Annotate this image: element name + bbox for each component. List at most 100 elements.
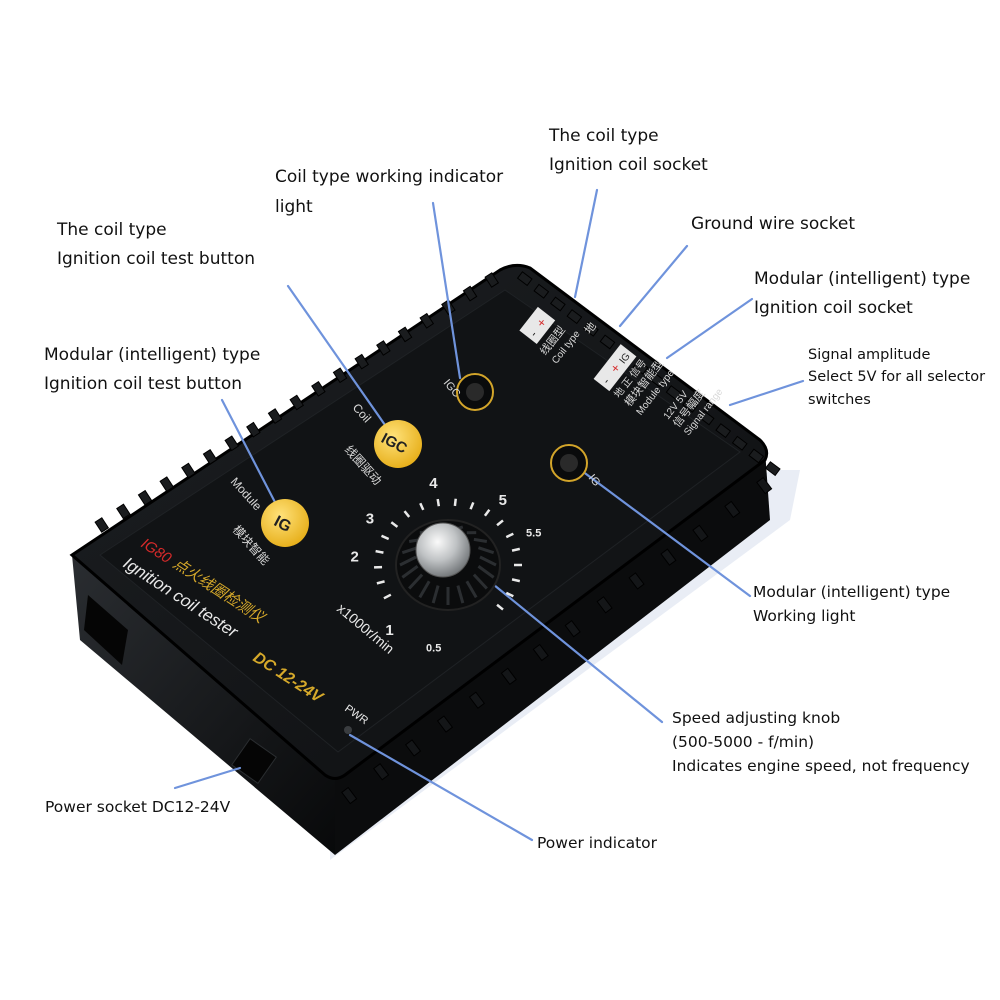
grip-ridge (484, 272, 500, 288)
dial-mark: 0.5 (426, 643, 441, 655)
knob-grip (401, 546, 419, 555)
callout-coil-button: The coil type Ignition coil test button (57, 216, 255, 274)
module-button-cap[interactable] (261, 499, 309, 547)
dial-tick (469, 501, 475, 510)
leader-line (348, 733, 534, 842)
leader-line (286, 284, 387, 427)
grip-ridge (500, 667, 517, 686)
callout-line: Ignition coil test button (44, 373, 242, 394)
knob-grip (477, 546, 495, 555)
knob-grip (431, 585, 440, 604)
knob-grip (473, 537, 488, 543)
dial-tick (419, 502, 425, 511)
coil-button-cap[interactable] (374, 420, 422, 468)
callout-module-socket: Modular (intelligent) type Ignition coil… (754, 265, 970, 323)
grip-ridge (159, 476, 175, 493)
grip-ridge (599, 334, 616, 350)
grip-ridge (404, 739, 422, 757)
callout-line: Working light (753, 607, 856, 626)
grip-ridge (628, 572, 645, 590)
dial-tick (496, 603, 504, 611)
callout-line: The coil type (549, 126, 659, 146)
grip-ridge (564, 619, 581, 638)
dial-tick (511, 547, 521, 552)
dial-mark: 3 (366, 511, 374, 528)
callout-line: Indicates engine speed, not frequency (672, 757, 970, 776)
callout-module-light: Modular (intelligent) type Working light (753, 580, 950, 628)
leader-line (618, 244, 689, 328)
knob-grip (479, 555, 497, 567)
leader-line (173, 766, 242, 790)
grip-ridge (764, 461, 781, 477)
grip-ridge (137, 489, 153, 506)
module-socket-block: - + IG 地 正 信号 模块智能型 Module type (593, 344, 677, 418)
grip-ridge (756, 476, 773, 495)
knob-grip (399, 555, 417, 567)
grip-ridge (724, 500, 741, 519)
ig-indicator-lens (560, 454, 578, 472)
callout-line: light (275, 196, 313, 217)
callout-line: Power socket DC12-24V (45, 798, 231, 816)
grip-ridge (731, 435, 748, 451)
grip-ridge (748, 448, 765, 464)
knob-grip (465, 580, 478, 599)
callout-line: Signal amplitude (808, 347, 931, 363)
grip-ridge (419, 312, 435, 329)
knob-grip (456, 585, 465, 604)
grip-ridge (549, 296, 566, 312)
grip-ridge (116, 503, 131, 520)
grip-ridge (436, 715, 454, 733)
callout-line: switches (808, 391, 871, 408)
grip-ridge (397, 326, 413, 343)
device-side-left (72, 555, 335, 855)
speed-knob[interactable] (395, 519, 501, 611)
grip-ridge (596, 596, 613, 614)
knob-cap[interactable] (415, 522, 471, 578)
callout-line: (500-5000 - f/min) (672, 733, 815, 752)
grip-ridge (660, 548, 677, 566)
grip-ridge (682, 397, 699, 413)
knob-grip (401, 565, 419, 579)
grip-ridge (202, 449, 218, 465)
grip-ridge (698, 410, 715, 426)
grip-ridge (246, 421, 261, 438)
device-panel (99, 289, 741, 753)
callout-speed-knob: Speed adjusting knob (500-5000 - f/min) … (672, 706, 970, 778)
grip-ridges (94, 271, 781, 805)
dial-tick (390, 521, 399, 528)
grip-ridge (289, 394, 305, 411)
dial-mark: 5.5 (526, 527, 541, 539)
leader-line (576, 466, 752, 598)
dial-tick (496, 519, 504, 527)
grip-ridge (181, 462, 196, 479)
callout-line: Ignition coil socket (754, 297, 913, 318)
callout-power-socket: Power socket DC12-24V (45, 795, 230, 819)
grip-ridge (532, 643, 549, 662)
callout-line: Modular (intelligent) type (754, 269, 971, 289)
grip-ridge (468, 691, 486, 709)
dial-tick (453, 498, 457, 507)
dial-ticks (374, 498, 522, 611)
dial-mark: 4 (429, 475, 438, 492)
grip-ridge (533, 283, 550, 299)
grip-ridge (332, 367, 348, 384)
grip-ridge (267, 408, 283, 424)
module-sock-minus: - (599, 375, 612, 387)
dial-mark: 5 (499, 492, 507, 509)
callout-line: Modular (intelligent) type (753, 583, 951, 601)
pwr-led (344, 726, 352, 734)
dial-tick (383, 593, 392, 600)
callout-coil-socket: The coil type Ignition coil socket (549, 122, 708, 180)
grip-ridge (94, 517, 110, 533)
dial-tick (376, 580, 385, 585)
module-button-label: IG (271, 513, 294, 536)
callout-ground-socket: Ground wire socket (691, 210, 855, 239)
callout-power-indicator: Power indicator (537, 831, 657, 855)
grip-ridge (373, 763, 390, 781)
callout-coil-indicator: Coil type working indicator light (275, 163, 503, 223)
callout-line: The coil type (57, 220, 167, 240)
dial-tick (403, 510, 411, 518)
dial-tick (380, 534, 390, 541)
callout-line: Coil type working indicator (275, 167, 504, 187)
